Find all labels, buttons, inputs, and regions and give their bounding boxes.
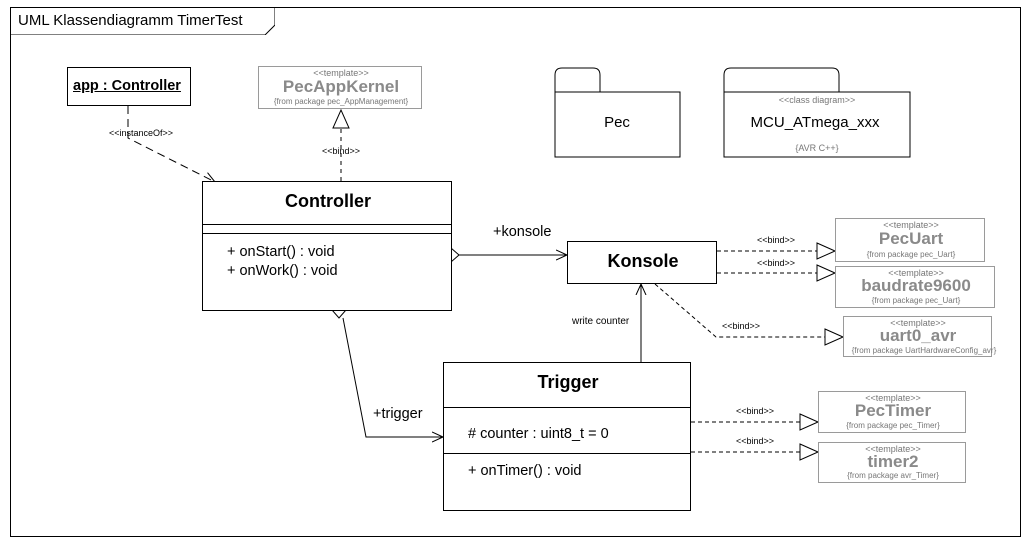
- package-pec-shape: [554, 67, 681, 158]
- template-name: PecTimer: [854, 401, 932, 420]
- template-name: baudrate9600: [861, 276, 971, 295]
- bind-label-pec-uart: <<bind>>: [756, 235, 796, 245]
- package-mcu-tag: {AVR C++}: [795, 143, 839, 153]
- template-stereotype: <<template>>: [865, 393, 921, 403]
- template-pec-timer[interactable]: <<template>> PecTimer {from package pec_…: [818, 391, 966, 433]
- write-counter-label: write counter: [572, 316, 630, 327]
- package-mcu-stereotype: <<class diagram>>: [778, 95, 856, 105]
- instance-of-edge: [127, 106, 215, 182]
- class-controller[interactable]: Controller + onStart() : void + onWork()…: [202, 181, 452, 311]
- diagram-frame: [10, 7, 1021, 537]
- trigger-role-label: +trigger: [373, 406, 423, 422]
- class-name: Trigger: [537, 372, 599, 392]
- bind-label-timer2: <<bind>>: [735, 436, 775, 446]
- class-trigger[interactable]: Trigger # counter : uint8_t = 0 + onTime…: [443, 362, 691, 511]
- attribute-compartment-divider: [444, 407, 690, 408]
- template-timer2[interactable]: <<template>> timer2 {from package avr_Ti…: [818, 442, 966, 483]
- operation-compartment-divider: [203, 233, 451, 234]
- template-name: PecAppKernel: [282, 77, 400, 96]
- template-source: {from package avr_Timer}: [847, 471, 939, 480]
- konsole-role-label: +konsole: [493, 224, 552, 240]
- template-stereotype: <<template>>: [865, 444, 921, 454]
- template-source: {from package UartHardwareConfig_avr}: [851, 346, 997, 355]
- package-mcu-name: MCU_ATmega_xxx: [750, 114, 880, 131]
- template-name: PecUart: [878, 229, 944, 248]
- package-mcu-shape: [723, 67, 911, 158]
- class-name: Konsole: [607, 251, 679, 271]
- class-konsole[interactable]: Konsole: [567, 241, 717, 284]
- template-stereotype: <<template>>: [890, 318, 946, 328]
- template-baudrate9600[interactable]: <<template>> baudrate9600 {from package …: [835, 266, 995, 308]
- class-name: Controller: [284, 191, 372, 211]
- instance-app-controller[interactable]: app : Controller: [67, 67, 191, 106]
- frame-tab: [10, 7, 275, 35]
- konsole-bind-uart0-edge: [654, 283, 843, 337]
- diagram-title: UML Klassendiagramm TimerTest: [18, 12, 243, 29]
- template-source: {from package pec_Timer}: [846, 421, 940, 430]
- bind-label-baudrate: <<bind>>: [756, 258, 796, 268]
- instance-label: app : Controller: [73, 78, 181, 94]
- attribute-counter: # counter : uint8_t = 0: [468, 426, 609, 442]
- template-source: {from package pec_Uart}: [866, 250, 956, 259]
- template-stereotype: <<template>>: [888, 268, 944, 278]
- bind-label-uart0: <<bind>>: [721, 321, 761, 331]
- instance-of-label: <<instanceOf>>: [108, 128, 174, 138]
- operation-on-timer: + onTimer() : void: [468, 463, 582, 479]
- package-pec-name: Pec: [604, 114, 630, 131]
- template-name: timer2: [867, 452, 919, 471]
- bind-label-pec-timer: <<bind>>: [735, 406, 775, 416]
- template-uart0-avr[interactable]: <<template>> uart0_avr {from package Uar…: [843, 316, 996, 357]
- template-source: {from package pec_AppManagement}: [273, 97, 409, 106]
- template-stereotype: <<template>>: [883, 220, 939, 230]
- template-pec-uart[interactable]: <<template>> PecUart {from package pec_U…: [835, 218, 985, 262]
- operation-on-work: + onWork() : void: [227, 263, 338, 279]
- attribute-compartment-divider: [203, 224, 451, 225]
- template-stereotype: <<template>>: [313, 68, 369, 78]
- template-name: uart0_avr: [879, 326, 957, 345]
- operation-on-start: + onStart() : void: [227, 244, 335, 260]
- template-pec-app-kernel[interactable]: <<template>> PecAppKernel {from package …: [258, 66, 422, 109]
- template-source: {from package pec_Uart}: [871, 296, 961, 305]
- trigger-association-edge: [342, 317, 443, 437]
- controller-bind-label: <<bind>>: [321, 146, 361, 156]
- operation-compartment-divider: [444, 453, 690, 454]
